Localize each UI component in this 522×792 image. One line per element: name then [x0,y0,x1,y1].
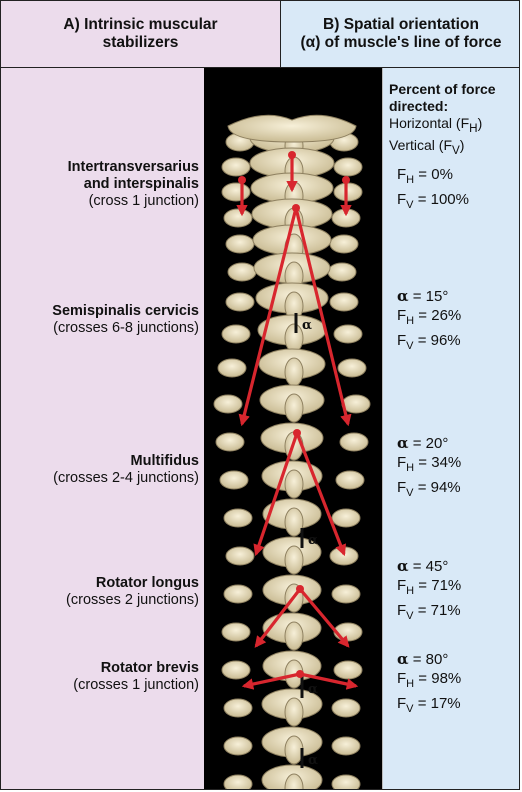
fh-value: FH = 71% [397,576,517,601]
fv-value: FV = 94% [397,478,517,503]
fv-value: FV = 100% [397,190,517,215]
header-intrinsic-stabilizers: A) Intrinsic muscular stabilizers [1,1,281,68]
alpha-value: α = 80° [397,650,517,669]
alpha-value: α = 20° [397,434,517,453]
muscle-junctions: (crosses 1 junction) [1,677,199,694]
spine-illustration: α α α α [204,68,382,790]
percent-title-2: directed: [389,98,519,115]
spinous-process [285,546,303,574]
fv-value: FV = 96% [397,331,517,356]
transverse-process-left [222,183,250,201]
spinous-process [285,324,303,352]
transverse-process-left [224,699,252,717]
transverse-process-left [226,547,254,565]
transverse-process-left [228,263,256,281]
header-spatial-orientation: B) Spatial orientation (α) of muscle's l… [281,1,520,68]
stat-block-semispinalis: α = 15° FH = 26% FV = 96% [397,287,517,356]
transverse-process-right [332,737,360,755]
muscle-name: Rotator brevis [1,660,199,677]
muscle-junctions: (crosses 2-4 junctions) [1,470,199,487]
muscle-name: Semispinalis cervicis [1,303,199,320]
vertical-legend: Vertical (FV) [389,137,519,159]
header-b-line1: B) Spatial orientation [301,16,502,34]
transverse-process-right [332,509,360,527]
spinous-process [285,508,303,536]
transverse-process-left [220,471,248,489]
transverse-process-left [222,623,250,641]
transverse-process-right [340,433,368,451]
transverse-process-left [224,509,252,527]
header-b-line2: (α) of muscle's line of force [301,34,502,52]
transverse-process-right [334,158,362,176]
transverse-process-right [332,775,360,790]
transverse-process-right [330,293,358,311]
header-a-line2: stabilizers [63,34,217,52]
muscle-name: Rotator longus [1,575,199,592]
transverse-process-right [332,699,360,717]
transverse-process-right [338,359,366,377]
stat-block-multifidus: α = 20° FH = 34% FV = 94% [397,434,517,503]
percent-force-heading: Percent of force directed: Horizontal (F… [389,81,519,159]
transverse-process-right [334,183,362,201]
alpha-label: α [308,533,318,548]
muscle-junctions: (crosses 6-8 junctions) [1,320,199,337]
spinous-process [285,736,303,764]
fh-value: FH = 26% [397,306,517,331]
transverse-process-left [226,293,254,311]
transverse-process-right [334,661,362,679]
transverse-process-left [222,325,250,343]
muscle-junctions: (crosses 2 junctions) [1,592,199,609]
header-a-line1: A) Intrinsic muscular [63,16,217,34]
muscle-name-2: and interspinalis [1,176,199,193]
muscle-junctions: (cross 1 junction) [1,193,199,210]
transverse-process-right [334,325,362,343]
muscle-name: Intertransversarius [1,159,199,176]
alpha-label: α [308,753,318,768]
label-semispinalis: Semispinalis cervicis (crosses 6-8 junct… [1,303,199,337]
transverse-process-right [332,585,360,603]
stat-block-rotator-longus: α = 45° FH = 71% FV = 71% [397,557,517,626]
transverse-process-left [224,737,252,755]
alpha-label: α [308,682,318,697]
spinous-process [285,622,303,650]
transverse-process-left [226,235,254,253]
fh-value: FH = 0% [397,165,517,190]
spinous-process [285,394,303,422]
fh-value: FH = 98% [397,669,517,694]
alpha-value: α = 15° [397,287,517,306]
fv-value: FV = 71% [397,601,517,626]
horizontal-legend: Horizontal (FH) [389,115,519,137]
transverse-process-left [222,158,250,176]
label-rotator-longus: Rotator longus (crosses 2 junctions) [1,575,199,609]
spinous-process [285,470,303,498]
transverse-process-left [224,585,252,603]
stat-block-intertransversarius: FH = 0% FV = 100% [397,165,517,215]
transverse-process-left [224,209,252,227]
transverse-process-right [336,471,364,489]
spinous-process [285,358,303,386]
fv-value: FV = 17% [397,694,517,719]
stat-block-rotator-brevis: α = 80° FH = 98% FV = 17% [397,650,517,719]
transverse-process-left [214,395,242,413]
spinous-process [285,698,303,726]
label-multifidus: Multifidus (crosses 2-4 junctions) [1,453,199,487]
transverse-process-left [224,775,252,790]
label-rotator-brevis: Rotator brevis (crosses 1 junction) [1,660,199,694]
transverse-process-left [216,433,244,451]
transverse-process-left [222,661,250,679]
alpha-value: α = 45° [397,557,517,576]
fh-value: FH = 34% [397,453,517,478]
transverse-process-right [330,235,358,253]
transverse-process-left [218,359,246,377]
muscle-name: Multifidus [1,453,199,470]
transverse-process-right [328,263,356,281]
label-intertransversarius: Intertransversarius and interspinalis (c… [1,159,199,210]
percent-title-1: Percent of force [389,81,519,98]
alpha-label: α [302,318,312,333]
